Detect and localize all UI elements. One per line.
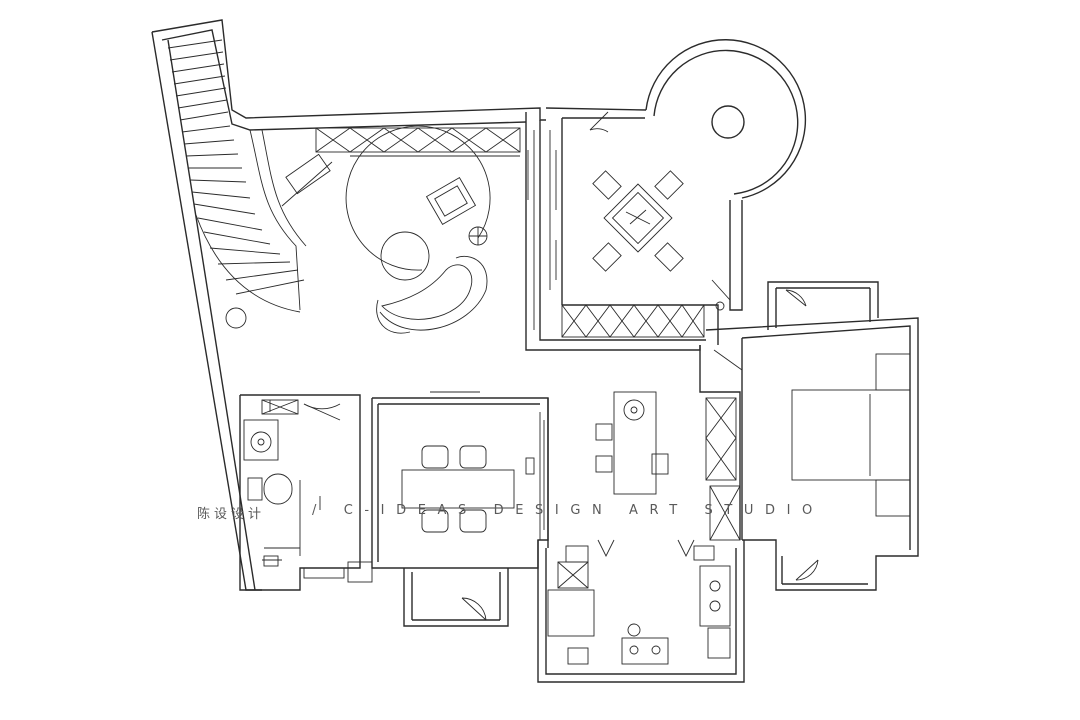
bathroom	[243, 399, 341, 567]
island	[595, 391, 669, 495]
living-room	[281, 125, 541, 334]
kitchen	[547, 539, 731, 665]
corridor-cabinets	[705, 349, 743, 541]
outer-walls	[151, 19, 919, 683]
dining-window-door	[461, 597, 487, 621]
bedroom	[785, 289, 911, 581]
tea-room	[549, 111, 731, 338]
staircase	[167, 39, 307, 329]
dining-room	[303, 391, 545, 583]
